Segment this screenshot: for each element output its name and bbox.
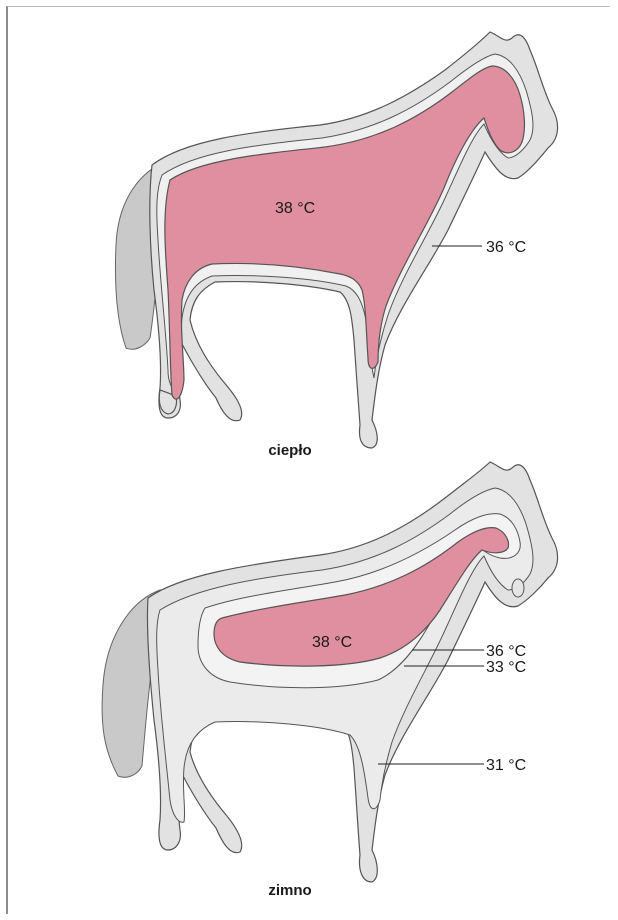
horse-cold-illustration: 38 °C 36 °C 33 °C 31 °C	[0, 450, 618, 920]
label-shell-temp-31: 31 °C	[486, 757, 526, 774]
horse-warm-illustration: 38 °C 36 °C	[0, 0, 618, 470]
label-core-temp: 38 °C	[312, 634, 352, 651]
label-shell-temp-36: 36 °C	[486, 643, 526, 660]
panel-cold: 38 °C 36 °C 33 °C 31 °C zimno	[0, 450, 618, 920]
label-core-temp: 38 °C	[275, 200, 315, 217]
horse-core-warm	[165, 66, 525, 399]
label-shell-temp-33: 33 °C	[486, 659, 526, 676]
eye-detail	[512, 579, 524, 597]
panel-warm: 38 °C 36 °C ciepło	[0, 0, 618, 470]
caption-cold: zimno	[0, 882, 580, 899]
label-shell-temp: 36 °C	[486, 239, 526, 256]
